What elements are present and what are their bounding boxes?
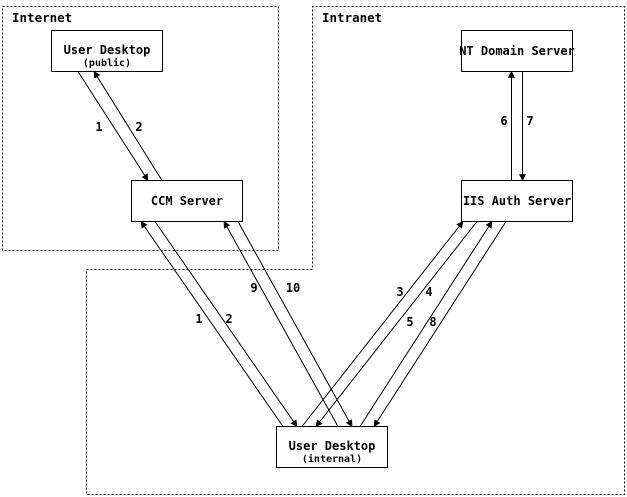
flow-label-5: 5 [406, 315, 413, 329]
arrow-1-internal-desktop-to-ccm [140, 220, 284, 427]
flow-label-1-internal: 1 [195, 312, 202, 326]
user-desktop-public-box [51, 30, 163, 72]
ccm-server-title: CCM Server [151, 194, 223, 208]
user-desktop-internal-subtitle: (internal) [302, 453, 362, 465]
flow-label-8: 8 [429, 315, 436, 329]
node-user-desktop-public: User Desktop (public) [51, 30, 163, 72]
nt-domain-server-box [461, 30, 573, 72]
iis-auth-server-box [461, 180, 573, 222]
node-ccm-server: CCM Server [131, 180, 243, 222]
intranet-internal-zone-boundary [86, 6, 625, 495]
iis-auth-server-title: IIS Auth Server [463, 194, 571, 208]
arrow-3-internal-desktop-to-iis [301, 220, 464, 427]
arrow-8-iis-to-internal-desktop [373, 221, 507, 428]
arrow-5-internal-desktop-to-iis [359, 220, 493, 427]
flow-label-10: 10 [286, 281, 300, 295]
flow-label-7: 7 [526, 114, 533, 128]
user-desktop-internal-title: User Desktop [289, 439, 376, 453]
user-desktop-internal-box [276, 426, 388, 468]
internet-zone-label: Internet [12, 10, 72, 25]
intranet-zone-label: Intranet [322, 10, 382, 25]
flow-label-9: 9 [250, 281, 257, 295]
nt-domain-server-title: NT Domain Server [459, 44, 575, 58]
ccm-server-box [131, 180, 243, 222]
flow-label-1-public: 1 [95, 120, 102, 134]
node-iis-auth-server: IIS Auth Server [461, 180, 573, 222]
arrow-10-ccm-to-internal-desktop [237, 221, 353, 428]
flow-label-4: 4 [425, 285, 432, 299]
node-user-desktop-internal: User Desktop (internal) [276, 426, 388, 468]
flow-label-2-internal: 2 [225, 312, 232, 326]
arrow-2-ccm-to-public-desktop [93, 70, 163, 181]
arrow-1-public-desktop-to-ccm [77, 71, 149, 182]
internet-zone-boundary [2, 6, 279, 251]
flow-label-3: 3 [396, 285, 403, 299]
node-nt-domain-server: NT Domain Server [459, 30, 575, 72]
arrow-2-ccm-to-internal-desktop [154, 221, 298, 428]
user-desktop-public-subtitle: (public) [83, 57, 131, 69]
arrow-4-iis-to-internal-desktop [315, 221, 478, 428]
flow-label-6: 6 [500, 114, 507, 128]
user-desktop-public-title: User Desktop [64, 43, 151, 57]
flow-label-2-public: 2 [135, 120, 142, 134]
arrow-9-internal-desktop-to-ccm [223, 220, 339, 427]
